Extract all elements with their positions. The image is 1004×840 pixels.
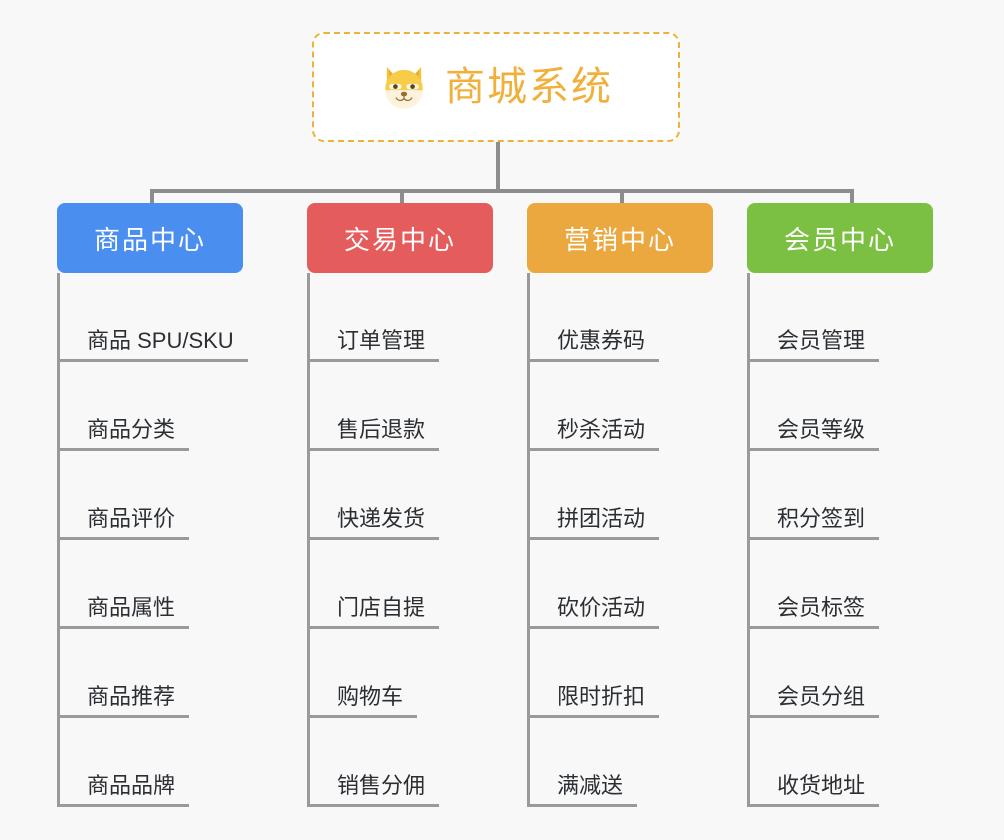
- leaf-item[interactable]: 会员等级: [747, 362, 933, 451]
- leaf-item-label: 收货地址: [747, 773, 880, 807]
- connector-drop-1: [150, 189, 154, 215]
- leaf-item-label: 商品属性: [57, 595, 190, 629]
- leaf-item-label: 会员分组: [747, 684, 880, 718]
- leaf-list-member-center: 会员管理会员等级积分签到会员标签会员分组收货地址: [747, 273, 933, 807]
- leaf-list-product-center: 商品 SPU/SKU 商品分类商品评价商品属性商品推荐商品品牌: [57, 273, 248, 807]
- leaf-item-label: 订单管理: [307, 328, 440, 362]
- leaf-item-label: 商品 SPU/SKU: [57, 328, 248, 362]
- leaf-item[interactable]: 商品属性: [57, 540, 243, 629]
- column-marketing-center: 营销中心优惠券码秒杀活动拼团活动砍价活动限时折扣满减送: [527, 203, 713, 807]
- category-box-member-center[interactable]: 会员中心: [747, 203, 933, 273]
- leaf-item[interactable]: 收货地址: [747, 718, 933, 807]
- leaf-item[interactable]: 拼团活动: [527, 451, 713, 540]
- leaf-item-label: 购物车: [307, 684, 418, 718]
- leaf-item-label: 满减送: [527, 773, 638, 807]
- leaf-item-label: 商品评价: [57, 506, 190, 540]
- leaf-item[interactable]: 会员管理: [747, 273, 933, 362]
- leaf-item-label: 会员等级: [747, 417, 880, 451]
- connector-drop-2: [400, 189, 404, 215]
- leaf-item[interactable]: 销售分佣: [307, 718, 493, 807]
- leaf-item[interactable]: 订单管理: [307, 273, 493, 362]
- connector-drop-4: [850, 189, 854, 215]
- category-label: 商品中心: [93, 224, 206, 255]
- leaf-item-label: 门店自提: [307, 595, 440, 629]
- leaf-item[interactable]: 购物车: [307, 629, 493, 718]
- leaf-item[interactable]: 商品品牌: [57, 718, 243, 807]
- leaf-item-label: 销售分佣: [307, 773, 440, 807]
- leaf-item-label: 会员管理: [747, 328, 880, 362]
- leaf-item[interactable]: 商品评价: [57, 451, 243, 540]
- leaf-item-label: 售后退款: [307, 417, 440, 451]
- leaf-item-label: 拼团活动: [527, 506, 660, 540]
- leaf-item[interactable]: 门店自提: [307, 540, 493, 629]
- leaf-item-label: 快递发货: [307, 506, 440, 540]
- column-trade-center: 交易中心订单管理售后退款快递发货门店自提购物车销售分佣: [307, 203, 493, 807]
- leaf-item[interactable]: 快递发货: [307, 451, 493, 540]
- leaf-item[interactable]: 会员分组: [747, 629, 933, 718]
- category-box-trade-center[interactable]: 交易中心: [307, 203, 493, 273]
- category-label: 会员中心: [783, 224, 896, 255]
- root-title: 商城系统: [445, 65, 613, 109]
- leaf-list-marketing-center: 优惠券码秒杀活动拼团活动砍价活动限时折扣满减送: [527, 273, 713, 807]
- leaf-spine: [527, 273, 530, 807]
- leaf-item[interactable]: 会员标签: [747, 540, 933, 629]
- leaf-item[interactable]: 秒杀活动: [527, 362, 713, 451]
- leaf-item-label: 砍价活动: [527, 595, 660, 629]
- connector-trunk: [496, 142, 500, 191]
- leaf-item[interactable]: 积分签到: [747, 451, 933, 540]
- connector-bus: [150, 189, 854, 193]
- leaf-item[interactable]: 砍价活动: [527, 540, 713, 629]
- category-label: 营销中心: [563, 224, 676, 255]
- leaf-item-label: 会员标签: [747, 595, 880, 629]
- leaf-item-label: 优惠券码: [527, 328, 660, 362]
- leaf-spine: [747, 273, 750, 807]
- column-member-center: 会员中心会员管理会员等级积分签到会员标签会员分组收货地址: [747, 203, 933, 807]
- leaf-list-trade-center: 订单管理售后退款快递发货门店自提购物车销售分佣: [307, 273, 493, 807]
- leaf-item-label: 商品品牌: [57, 773, 190, 807]
- column-product-center: 商品中心商品 SPU/SKU 商品分类商品评价商品属性商品推荐商品品牌: [57, 203, 248, 807]
- root-node[interactable]: 商城系统: [312, 32, 680, 142]
- leaf-item-label: 商品分类: [57, 417, 190, 451]
- leaf-item-label: 秒杀活动: [527, 417, 660, 451]
- leaf-spine: [57, 273, 60, 807]
- leaf-item[interactable]: 商品分类: [57, 362, 243, 451]
- category-label: 交易中心: [343, 224, 456, 255]
- leaf-item-label: 限时折扣: [527, 684, 660, 718]
- leaf-item-label: 积分签到: [747, 506, 880, 540]
- leaf-item[interactable]: 售后退款: [307, 362, 493, 451]
- leaf-item[interactable]: 限时折扣: [527, 629, 713, 718]
- leaf-item-label: 商品推荐: [57, 684, 190, 718]
- leaf-item[interactable]: 商品 SPU/SKU: [57, 273, 248, 362]
- leaf-item[interactable]: 满减送: [527, 718, 713, 807]
- category-box-marketing-center[interactable]: 营销中心: [527, 203, 713, 273]
- leaf-spine: [307, 273, 310, 807]
- leaf-item[interactable]: 优惠券码: [527, 273, 713, 362]
- leaf-item[interactable]: 商品推荐: [57, 629, 243, 718]
- connector-drop-3: [620, 189, 624, 215]
- category-box-product-center[interactable]: 商品中心: [57, 203, 243, 273]
- shiba-dog-face-icon: [385, 66, 423, 109]
